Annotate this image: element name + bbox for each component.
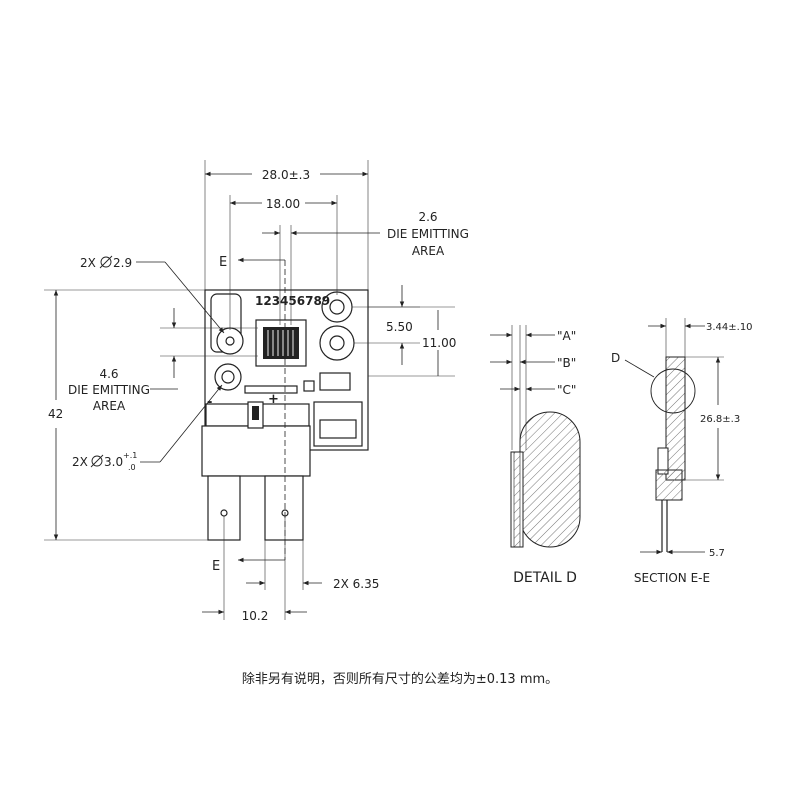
- svg-text:2X: 2X: [72, 455, 88, 469]
- svg-text:.0: .0: [128, 463, 136, 472]
- terminal-center-mark: [252, 406, 259, 420]
- hole-small-left-inner: [225, 336, 235, 346]
- component-rect: [319, 372, 351, 391]
- svg-text:2X: 2X: [80, 256, 96, 270]
- detail-view: "A" "B" "C" DETAIL D: [490, 325, 581, 586]
- die-stripes: [267, 330, 294, 356]
- section-marker-bottom: E: [212, 559, 220, 574]
- svg-text:3.44±.10: 3.44±.10: [706, 322, 753, 333]
- detail-board-section: [519, 411, 581, 548]
- detail-d-circle: [650, 368, 696, 414]
- svg-text:"B": "B": [557, 356, 576, 370]
- svg-text:11.00: 11.00: [422, 336, 456, 350]
- component-square: [303, 380, 315, 392]
- svg-text:4.6: 4.6: [99, 367, 118, 381]
- svg-text:AREA: AREA: [412, 244, 445, 258]
- svg-text:"C": "C": [557, 383, 576, 397]
- dim-terminal-width: 2X 6.35: [246, 540, 379, 591]
- svg-text:DIE EMITTING: DIE EMITTING: [387, 227, 469, 241]
- detail-label-a: "A": [490, 329, 576, 343]
- svg-text:5.50: 5.50: [386, 320, 413, 334]
- svg-text:18.00: 18.00: [266, 197, 300, 211]
- connector-socket: [319, 419, 357, 439]
- terminal-housing: [201, 425, 311, 477]
- svg-text:28.0±.3: 28.0±.3: [262, 168, 310, 182]
- svg-text:2.9: 2.9: [113, 256, 132, 270]
- section-board: [665, 356, 686, 481]
- svg-text:"A": "A": [557, 329, 576, 343]
- dim-hole-large: 2X 3.0 +.1 .0: [72, 384, 223, 472]
- spade-terminal-left-hole: [220, 509, 228, 517]
- detail-label-c: "C": [500, 383, 576, 397]
- svg-text:2.6: 2.6: [418, 210, 437, 224]
- svg-text:+.1: +.1: [123, 451, 137, 460]
- dim-hole-spacing: 18.00: [229, 195, 338, 330]
- dim-height-pad: 5.50: [352, 285, 420, 365]
- dim-die-area-b: 4.6 DIE EMITTING AREA: [68, 308, 258, 413]
- dim-overall-width: 28.0±.3: [204, 160, 369, 290]
- section-marker-top: E: [219, 255, 227, 270]
- main-view: 123456789 + - E E 28.0±: [44, 160, 469, 623]
- polarity-minus: -: [207, 395, 212, 410]
- footer-note: 除非另有说明，否则所有尺寸的公差均为±0.13 mm。: [241, 672, 559, 687]
- dim-hole-small: 2X 2.9: [80, 255, 225, 334]
- component-strip: [244, 385, 298, 394]
- detail-callout: D: [611, 351, 620, 365]
- dim-section-pin-length: 5.7: [640, 548, 725, 559]
- svg-text:2X 6.35: 2X 6.35: [333, 577, 379, 591]
- dim-die-area-a: 2.6 DIE EMITTING AREA: [262, 210, 469, 325]
- svg-text:42: 42: [48, 407, 63, 421]
- detail-layer-inner: [513, 451, 521, 548]
- dim-height-holes: 11.00: [368, 306, 456, 377]
- detail-callout-leader: [624, 359, 655, 378]
- section-view-title: SECTION E-E: [634, 571, 710, 585]
- dim-section-thickness: 3.44±.10: [648, 318, 753, 357]
- section-view: D 3.44±.10 26.8±.3 5.7 SECTION E-E: [611, 318, 753, 585]
- svg-text:AREA: AREA: [93, 399, 126, 413]
- svg-text:DIE EMITTING: DIE EMITTING: [68, 383, 150, 397]
- detail-view-title: DETAIL D: [513, 570, 577, 586]
- svg-text:5.7: 5.7: [709, 548, 725, 559]
- svg-text:3.0: 3.0: [104, 455, 123, 469]
- detail-label-b: "B": [490, 356, 576, 370]
- svg-text:26.8±.3: 26.8±.3: [700, 414, 740, 425]
- hole-right-bottom-inner: [329, 335, 345, 351]
- hole-large-left-inner: [221, 370, 235, 384]
- dim-overall-height: 42: [44, 289, 208, 541]
- hole-right-top-inner: [329, 299, 345, 315]
- section-connector-body: [655, 469, 683, 501]
- polarity-plus: +: [268, 392, 279, 407]
- dim-section-height: 26.8±.3: [685, 356, 740, 481]
- dim-terminal-spacing: 10.2: [202, 516, 307, 623]
- board-label: 123456789: [255, 294, 330, 308]
- svg-text:10.2: 10.2: [242, 609, 269, 623]
- spade-terminal-right: [264, 475, 304, 541]
